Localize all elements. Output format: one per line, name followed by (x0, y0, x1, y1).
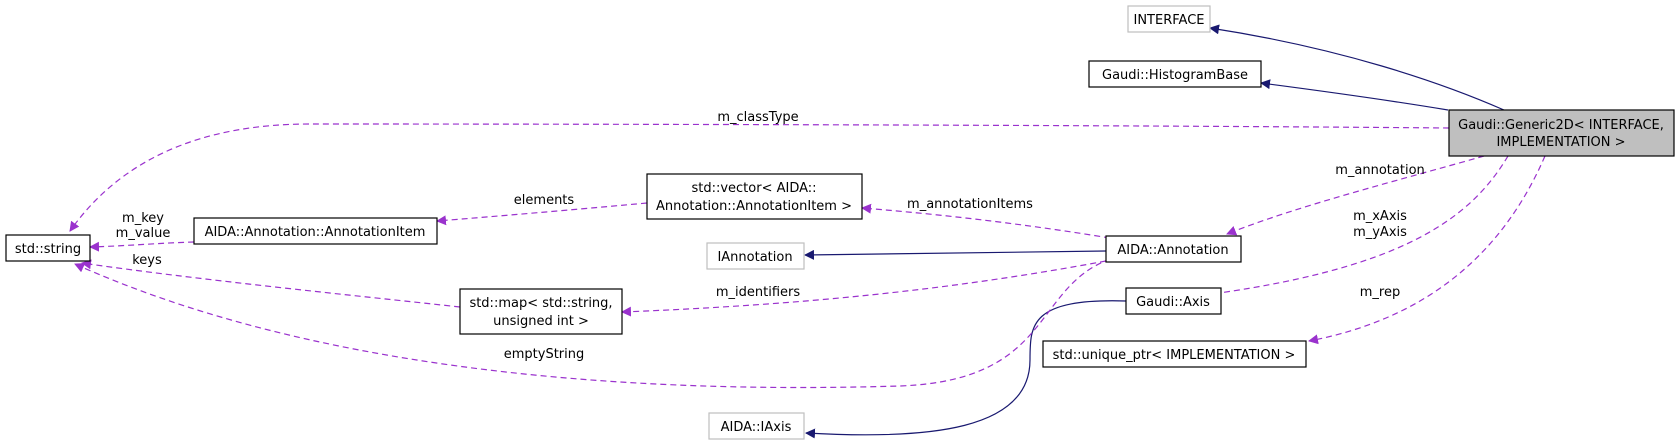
edge-label-keys: keys (132, 253, 162, 268)
edge-label-m-yaxis: m_yAxis (1353, 225, 1407, 240)
edge-emptystring (74, 255, 1121, 389)
node-vector-annotation-item[interactable]: std::vector< AIDA:: Annotation::Annotati… (646, 173, 863, 220)
edge-label-m-annotationitems: m_annotationItems (907, 197, 1033, 212)
edge-generic2d-to-histogrambase (1260, 79, 1449, 111)
edge-label-m-annotation: m_annotation (1335, 163, 1425, 178)
node-annotation-item[interactable]: AIDA::Annotation::AnnotationItem (193, 217, 438, 245)
edge-label-m-classtype: m_classType (717, 110, 798, 125)
edge-axis-to-iaxis (805, 300, 1127, 439)
edge-m-annotationitems (861, 203, 1111, 239)
node-aida-iaxis[interactable]: AIDA::IAxis (708, 412, 805, 440)
node-iannotation-label: IAnnotation (717, 250, 792, 265)
node-std-map-label-line1: std::map< std::string, (469, 296, 612, 311)
edge-label-m-identifiers: m_identifiers (716, 285, 801, 300)
edge-label-m-key: m_key (122, 211, 164, 226)
edge-m-annotation (1226, 155, 1485, 236)
edge-label-m-rep: m_rep (1360, 285, 1400, 300)
node-aida-iaxis-label: AIDA::IAxis (721, 420, 792, 435)
node-gaudi-axis-label: Gaudi::Axis (1136, 295, 1210, 310)
node-generic2d-label-line1: Gaudi::Generic2D< INTERFACE, (1458, 118, 1664, 133)
edge-label-m-xaxis: m_xAxis (1353, 209, 1407, 224)
edge-m-axis (1196, 155, 1509, 300)
node-std-string-label: std::string (15, 242, 81, 257)
node-annotation-item-label: AIDA::Annotation::AnnotationItem (205, 225, 426, 240)
edge-label-elements: elements (514, 193, 575, 208)
node-generic2d[interactable]: Gaudi::Generic2D< INTERFACE, IMPLEMENTAT… (1448, 109, 1675, 157)
edge-keys (81, 259, 461, 308)
node-generic2d-label-line2: IMPLEMENTATION > (1496, 135, 1625, 150)
node-unique-ptr-label: std::unique_ptr< IMPLEMENTATION > (1053, 348, 1296, 363)
edge-label-m-value: m_value (116, 226, 171, 241)
node-interface[interactable]: INTERFACE (1127, 5, 1211, 33)
node-std-map[interactable]: std::map< std::string, unsigned int > (459, 288, 623, 335)
edge-generic2d-to-interface (1209, 24, 1505, 111)
node-unique-ptr[interactable]: std::unique_ptr< IMPLEMENTATION > (1042, 340, 1307, 368)
node-vector-label-line1: std::vector< AIDA:: (691, 181, 816, 196)
node-interface-label: INTERFACE (1134, 13, 1205, 28)
node-histogram-base[interactable]: Gaudi::HistogramBase (1088, 60, 1262, 88)
node-std-string[interactable]: std::string (5, 234, 91, 262)
node-iannotation[interactable]: IAnnotation (706, 242, 805, 270)
node-aida-annotation-label: AIDA::Annotation (1117, 243, 1228, 258)
edge-annotation-to-iannotation (804, 249, 1107, 260)
edge-m-identifiers (621, 260, 1107, 317)
edge-elements (436, 202, 648, 226)
node-aida-annotation[interactable]: AIDA::Annotation (1105, 235, 1242, 263)
edge-label-emptystring: emptyString (504, 347, 585, 362)
edge-m-rep (1308, 155, 1546, 345)
node-vector-label-line2: Annotation::AnnotationItem > (656, 199, 852, 214)
edge-classtype (69, 123, 1450, 232)
node-std-map-label-line2: unsigned int > (493, 314, 589, 329)
edge-m-key-value (89, 241, 195, 252)
node-gaudi-axis[interactable]: Gaudi::Axis (1125, 287, 1222, 315)
node-histogram-base-label: Gaudi::HistogramBase (1102, 68, 1248, 83)
